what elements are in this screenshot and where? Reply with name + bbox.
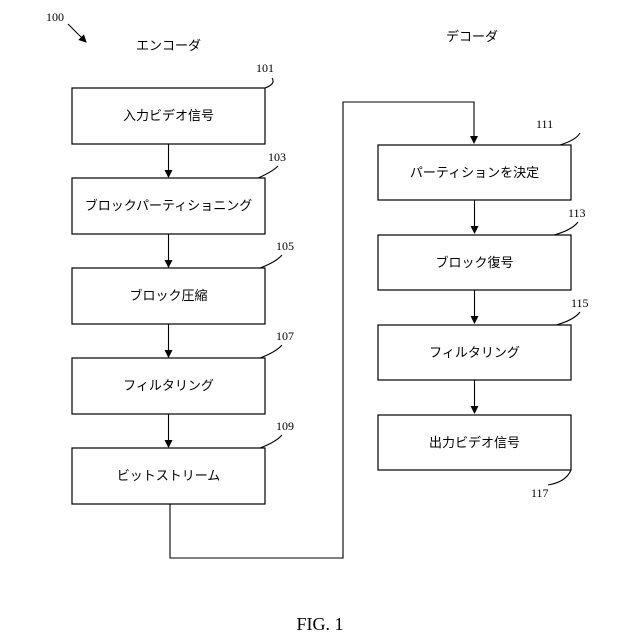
decoder-step-3-label: フィルタリング bbox=[429, 346, 520, 361]
encoder-heading: エンコーダ bbox=[136, 39, 201, 54]
encoder-step-5-ref: 109 bbox=[276, 419, 294, 433]
encoder-step-1-ref: 101 bbox=[256, 61, 274, 75]
encoder-step-5: ビットストリーム 109 bbox=[72, 419, 294, 504]
encoder-step-2-ref: 103 bbox=[268, 150, 286, 164]
encoder-step-3: ブロック圧縮 105 bbox=[72, 239, 294, 324]
encoder-step-1: 入力ビデオ信号 101 bbox=[72, 61, 274, 144]
encoder-step-4-leader bbox=[260, 345, 282, 358]
decoder-step-1-leader bbox=[560, 133, 580, 145]
encoder-step-2: ブロックパーティショニング 103 bbox=[72, 150, 286, 234]
encoder-step-5-leader bbox=[260, 435, 282, 448]
decoder-step-2-label: ブロック復号 bbox=[435, 255, 513, 271]
decoder-step-3: フィルタリング 115 bbox=[378, 296, 589, 380]
encoder-step-4-ref: 107 bbox=[276, 329, 294, 343]
decoder-step-3-leader bbox=[556, 312, 580, 325]
figure-caption: FIG. 1 bbox=[296, 614, 343, 634]
encoder-step-4-label: フィルタリング bbox=[123, 379, 214, 394]
encoder-step-1-leader bbox=[265, 78, 273, 88]
decoder-step-4-label: 出力ビデオ信号 bbox=[429, 435, 520, 451]
decoder-step-4-leader bbox=[548, 470, 571, 485]
encoder-step-3-leader bbox=[260, 255, 282, 268]
encoder-step-3-label: ブロック圧縮 bbox=[129, 288, 207, 304]
encoder-step-5-label: ビットストリーム bbox=[117, 469, 221, 484]
decoder-step-3-ref: 115 bbox=[571, 296, 589, 310]
decoder-step-4: 出力ビデオ信号 117 bbox=[378, 415, 571, 500]
encoder-step-2-leader bbox=[258, 166, 278, 178]
decoder-step-1-ref: 111 bbox=[536, 117, 553, 131]
encoder-step-4: フィルタリング 107 bbox=[72, 329, 294, 414]
decoder-step-1-label: パーティションを決定 bbox=[410, 166, 539, 181]
encoder-step-3-ref: 105 bbox=[276, 239, 294, 253]
figure-ref-arrow bbox=[68, 24, 86, 42]
encoder-step-2-label: ブロックパーティショニング bbox=[85, 198, 253, 214]
decoder-step-4-ref: 117 bbox=[531, 486, 549, 500]
decoder-step-2: ブロック復号 113 bbox=[378, 206, 586, 290]
decoder-step-2-ref: 113 bbox=[568, 206, 586, 220]
decoder-heading: デコーダ bbox=[446, 29, 498, 45]
figure-ref-label: 100 bbox=[46, 10, 64, 24]
encoder-step-1-label: 入力ビデオ信号 bbox=[123, 108, 214, 124]
decoder-step-2-leader bbox=[554, 222, 578, 235]
decoder-step-1: パーティションを決定 111 bbox=[378, 117, 580, 200]
